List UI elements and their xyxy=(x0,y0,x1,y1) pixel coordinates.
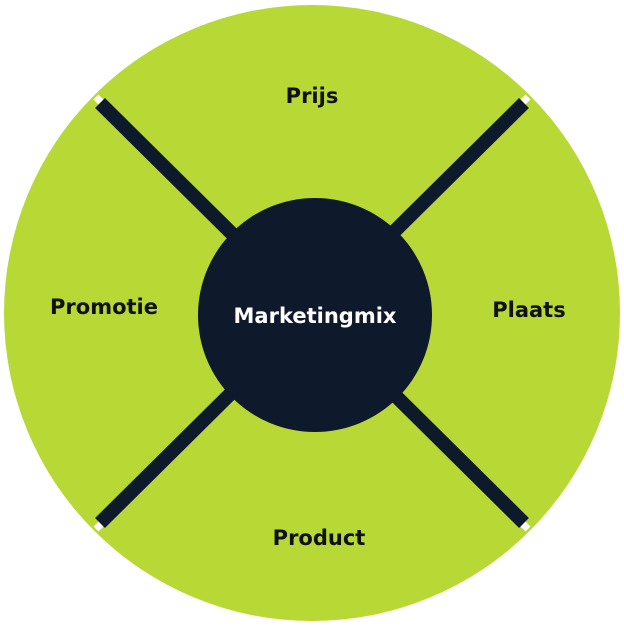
center-hub xyxy=(198,198,432,432)
segment-label-left: Promotie xyxy=(50,295,158,319)
segment-label-bottom: Product xyxy=(273,526,366,550)
center-label: Marketingmix xyxy=(234,304,397,328)
segment-label-top: Prijs xyxy=(286,84,339,108)
segment-label-right: Plaats xyxy=(492,298,565,322)
